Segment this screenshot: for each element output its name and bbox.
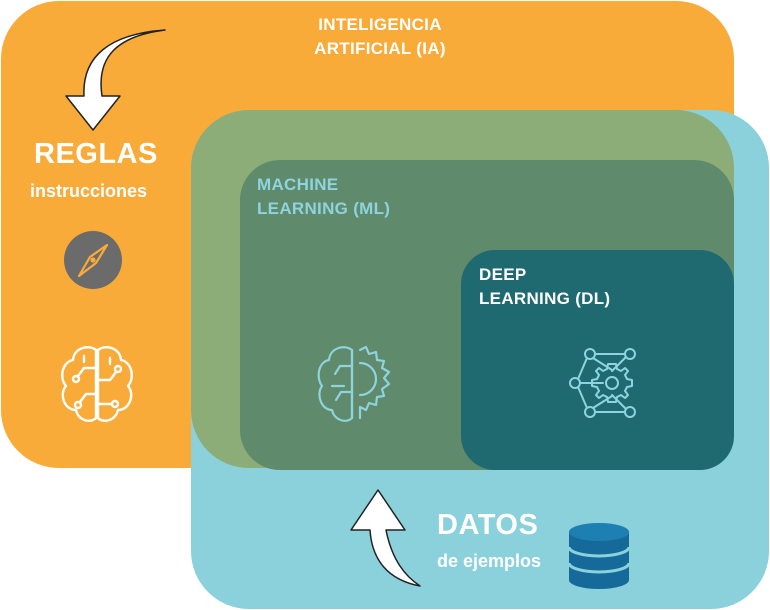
neural-network-gear-icon xyxy=(569,348,636,418)
curved-arrow-down-icon xyxy=(65,29,166,131)
ml-title: MACHINE LEARNING (ML) xyxy=(257,173,390,221)
dl-title-line1: DEEP xyxy=(479,265,527,284)
ml-title-line2: LEARNING (ML) xyxy=(257,199,391,218)
database-icon xyxy=(567,523,631,589)
ia-title-line1: INTELIGENCIA xyxy=(318,15,442,34)
ml-title-line1: MACHINE xyxy=(257,175,339,194)
datos-title: DATOS xyxy=(437,509,539,541)
curved-arrow-up-icon xyxy=(350,489,421,587)
compass-icon xyxy=(64,231,122,289)
dl-title-line2: LEARNING (DL) xyxy=(479,289,611,308)
brain-gear-icon xyxy=(317,345,391,422)
datos-subtitle: de ejemplos xyxy=(437,551,542,571)
dl-title: DEEP LEARNING (DL) xyxy=(479,263,610,311)
ia-title: INTELIGENCIA ARTIFICIAL (IA) xyxy=(300,13,460,61)
brain-circuit-icon xyxy=(61,346,133,422)
reglas-subtitle: instrucciones xyxy=(30,181,148,201)
reglas-title: REGLAS xyxy=(34,138,158,170)
ia-title-line2: ARTIFICIAL (IA) xyxy=(314,39,446,58)
